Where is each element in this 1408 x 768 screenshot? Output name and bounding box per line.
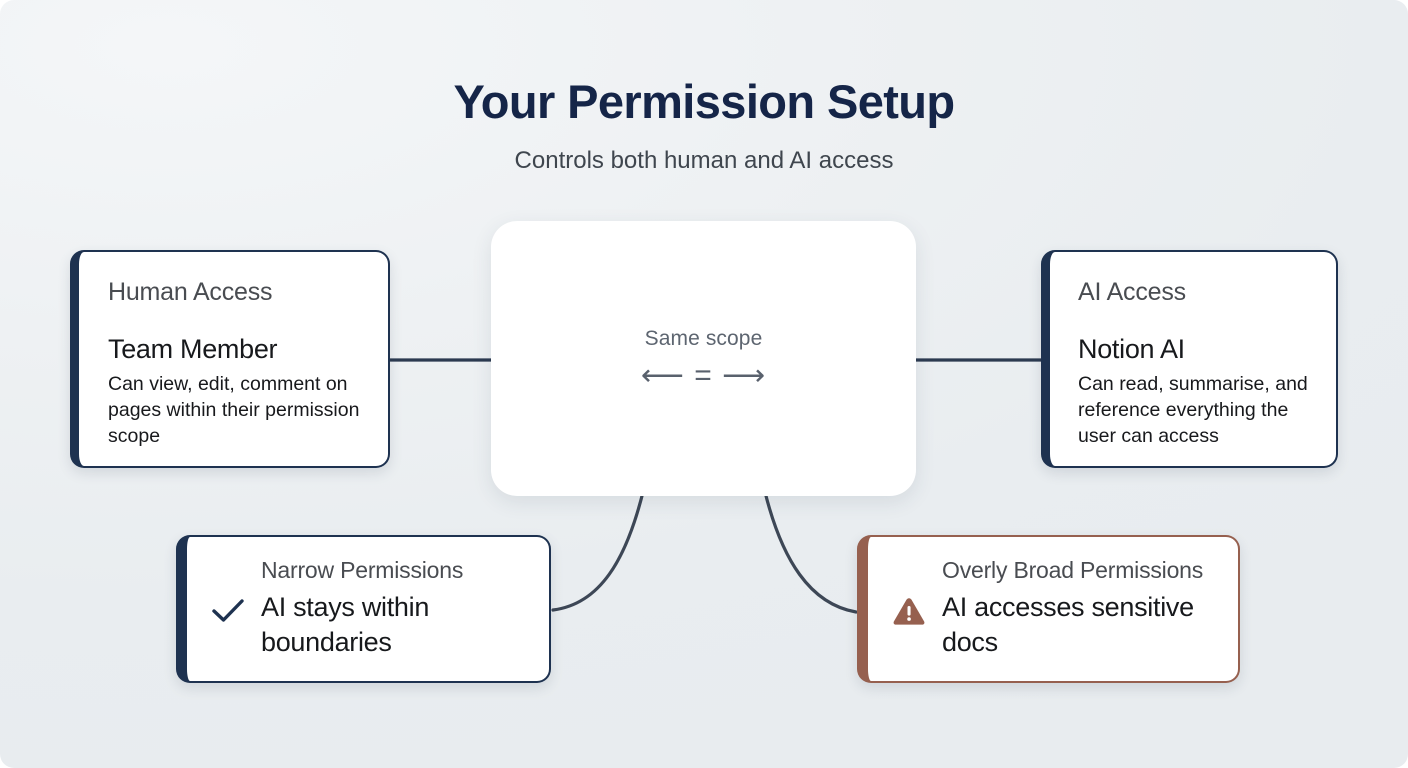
human-access-card[interactable]: Human Access Team Member Can view, edit,…: [70, 250, 390, 468]
narrow-permissions-text: AI stays within boundaries: [261, 592, 430, 657]
human-access-eyebrow: Human Access: [108, 278, 273, 306]
connector-center-to-narrow: [551, 490, 645, 612]
ai-access-heading: Notion AI: [1078, 334, 1185, 364]
page-subtitle: Controls both human and AI access: [514, 147, 894, 174]
overly-broad-permissions-card[interactable]: Overly Broad Permissions AI accesses sen…: [857, 535, 1240, 683]
bidirectional-equals-icon: ⟵ = ⟶: [640, 358, 767, 392]
same-scope-node: Same scope ⟵ = ⟶: [491, 221, 916, 496]
connector-center-to-broad: [763, 490, 858, 614]
overly-broad-permissions-text: AI accesses sensitive docs: [942, 592, 1194, 657]
overly-broad-permissions-body: AI accesses sensitive docs: [890, 590, 1214, 659]
ai-access-card[interactable]: AI Access Notion AI Can read, summarise,…: [1041, 250, 1338, 468]
check-icon: [209, 592, 247, 630]
ai-access-description: Can read, summarise, and reference every…: [1078, 373, 1308, 447]
page-title: Your Permission Setup: [453, 75, 955, 128]
narrow-permissions-card[interactable]: Narrow Permissions AI stays within bound…: [176, 535, 551, 683]
human-access-heading: Team Member: [108, 334, 278, 364]
ai-access-eyebrow: AI Access: [1078, 278, 1186, 306]
overly-broad-permissions-eyebrow: Overly Broad Permissions: [942, 557, 1204, 583]
narrow-permissions-body: AI stays within boundaries: [209, 590, 525, 659]
warning-triangle-icon: [890, 592, 928, 630]
human-access-description: Can view, edit, comment on pages within …: [108, 373, 360, 447]
same-scope-label: Same scope: [644, 326, 763, 350]
narrow-permissions-eyebrow: Narrow Permissions: [261, 557, 464, 583]
